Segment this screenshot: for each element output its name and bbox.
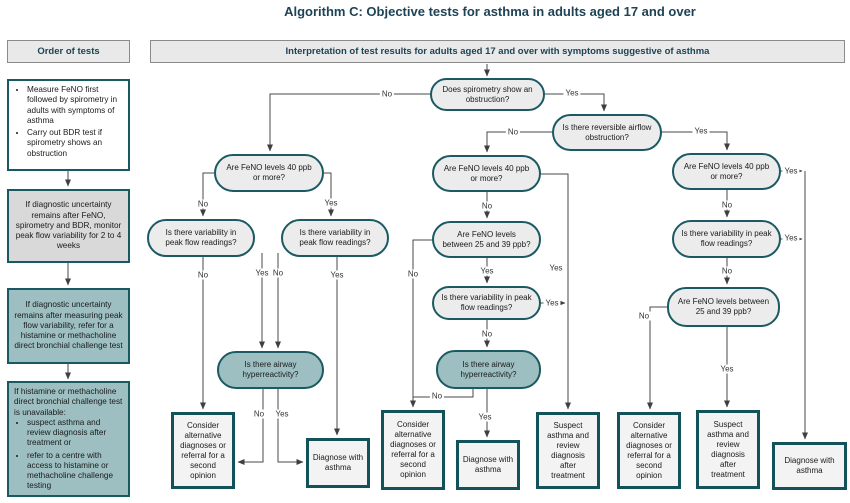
decision-pef-variability-left-yes: Is there variability in peak flow readin… xyxy=(281,219,389,257)
edge-label-yes: Yes xyxy=(543,298,561,308)
decision-airway-hyperreactivity-left: Is there airway hyperreactivity? xyxy=(217,351,324,389)
page-title: Algorithm C: Objective tests for asthma … xyxy=(284,4,696,19)
order-step-bullet: refer to a centre with access to histami… xyxy=(27,451,123,492)
flow-line xyxy=(410,239,433,408)
decision-feno-25-39-mid: Are FeNO levels between 25 and 39 ppb? xyxy=(432,221,541,258)
order-step-challenge-test: If diagnostic uncertainty remains after … xyxy=(7,288,130,364)
edge-label-yes: Yes xyxy=(253,268,271,278)
outcome-diagnose-asthma-2: Diagnose with asthma xyxy=(456,440,520,490)
edge-label-yes: Yes xyxy=(782,233,800,243)
edge-label-yes: Yes xyxy=(782,166,800,176)
edge-label-yes: Yes xyxy=(273,409,291,419)
order-step-intro: If histamine or methacholine direct bron… xyxy=(14,387,123,417)
decision-feno-40-right: Are FeNO levels 40 ppb or more? xyxy=(672,153,781,190)
flow-line xyxy=(324,172,334,217)
edge-label-yes: Yes xyxy=(478,266,496,276)
edge-label-no: No xyxy=(429,391,445,401)
outcome-consider-alternative-1: Consider alternative diagnoses or referr… xyxy=(171,412,235,489)
outcome-diagnose-asthma-3: Diagnose with asthma xyxy=(772,442,847,490)
edge-label-no: No xyxy=(379,89,395,99)
edge-label-no: No xyxy=(479,201,495,211)
edge-label-yes: Yes xyxy=(476,412,494,422)
outcome-consider-alternative-3: Consider alternative diagnoses or referr… xyxy=(617,412,681,489)
order-step-peak-flow: If diagnostic uncertainty remains after … xyxy=(7,189,130,263)
edge-label-yes: Yes xyxy=(322,198,340,208)
flow-line xyxy=(484,131,552,153)
outcome-consider-alternative-2: Consider alternative diagnoses or referr… xyxy=(381,410,445,490)
edge-label-no: No xyxy=(195,199,211,209)
flow-line xyxy=(277,389,304,465)
order-of-tests-header: Order of tests xyxy=(7,40,130,63)
edge-label-no: No xyxy=(405,269,421,279)
decision-airway-hyperreactivity-mid: Is there airway hyperreactivity? xyxy=(436,350,541,389)
flow-line xyxy=(200,172,214,217)
outcome-suspect-asthma-2: Suspect asthma and review diagnosis afte… xyxy=(696,410,760,489)
edge-label-no: No xyxy=(479,329,495,339)
order-step-challenge-unavailable: If histamine or methacholine direct bron… xyxy=(7,381,130,497)
flow-line xyxy=(541,173,571,410)
order-step-initial-tests: Measure FeNO first followed by spirometr… xyxy=(7,79,130,171)
edge-label-no: No xyxy=(195,270,211,280)
decision-pef-variability-left-no: Is there variability in peak flow readin… xyxy=(147,219,255,257)
decision-feno-40-left: Are FeNO levels 40 ppb or more? xyxy=(214,154,324,192)
order-step-bullet: Measure FeNO first followed by spirometr… xyxy=(27,85,123,126)
edge-label-yes: Yes xyxy=(563,88,581,98)
order-step-bullet: Carry out BDR test if spirometry shows a… xyxy=(27,128,123,159)
edge-label-yes: Yes xyxy=(718,364,736,374)
edge-label-yes: Yes xyxy=(328,270,346,280)
edge-label-no: No xyxy=(636,311,652,321)
outcome-diagnose-asthma-1: Diagnose with asthma xyxy=(306,438,370,488)
edge-label-no: No xyxy=(719,200,735,210)
edge-label-yes: Yes xyxy=(547,263,565,273)
edge-label-no: No xyxy=(270,268,286,278)
decision-feno-40-mid: Are FeNO levels 40 ppb or more? xyxy=(432,155,541,192)
order-step-bullet: suspect asthma and review diagnosis afte… xyxy=(27,418,123,449)
edge-label-yes: Yes xyxy=(692,126,710,136)
decision-feno-25-39-right: Are FeNO levels between 25 and 39 ppb? xyxy=(667,287,780,327)
flow-line xyxy=(660,131,730,151)
decision-pef-variability-mid: Is there variability in peak flow readin… xyxy=(432,286,541,320)
flow-line xyxy=(267,93,430,152)
outcome-suspect-asthma-1: Suspect asthma and review diagnosis afte… xyxy=(536,412,600,489)
flow-line xyxy=(647,306,668,410)
interpretation-header: Interpretation of test results for adult… xyxy=(150,40,845,63)
decision-spirometry-obstruction: Does spirometry show an obstruction? xyxy=(430,78,545,111)
edge-label-no: No xyxy=(505,127,521,137)
edge-label-no: No xyxy=(719,266,735,276)
edge-label-no: No xyxy=(251,409,267,419)
decision-pef-variability-right: Is there variability in peak flow readin… xyxy=(672,220,781,258)
decision-reversible-airflow: Is there reversible airflow obstruction? xyxy=(552,114,662,151)
flow-line xyxy=(237,389,264,465)
